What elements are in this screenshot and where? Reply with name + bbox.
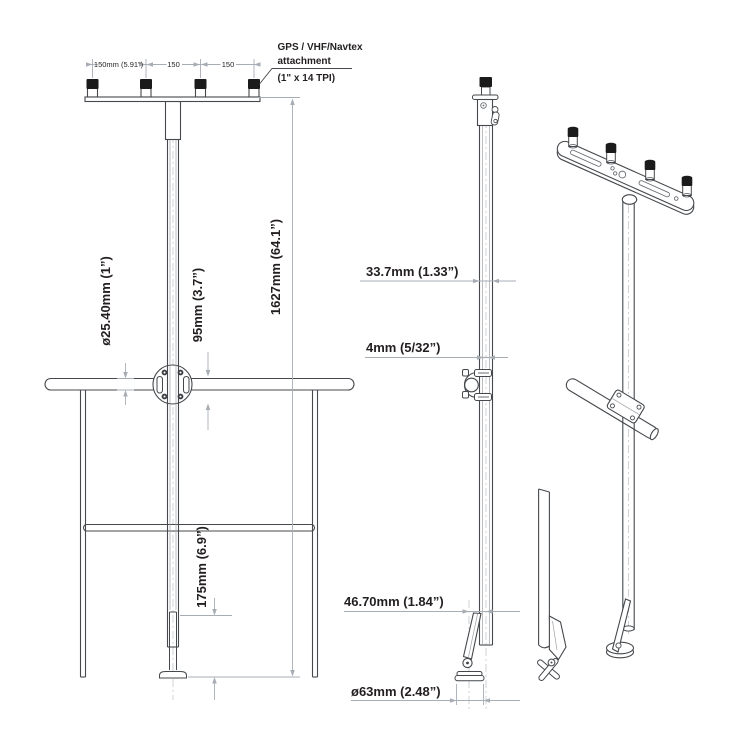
crossbar-edge — [472, 94, 499, 100]
crossbar-3d — [556, 140, 695, 215]
perspective-view — [537, 126, 695, 681]
rail-clamp-3d — [606, 389, 645, 424]
pole-collar-3d — [621, 194, 638, 205]
deck-foot-front — [159, 671, 187, 679]
lower-leg — [169, 611, 177, 670]
attachment-note-line1: GPS / VHF/Navtex — [278, 42, 363, 53]
guard-rail-top — [44, 377, 355, 391]
dim-overall-height-label: 1627mm (64.1”) — [268, 219, 283, 315]
guard-rail-mid — [82, 523, 316, 532]
wing-nut-3d — [537, 658, 560, 681]
note-leader-line — [259, 68, 352, 85]
mast-head-housing — [476, 98, 494, 127]
rail-section — [464, 377, 479, 393]
dim-pin-label: 4mm (5/32”) — [366, 340, 440, 355]
attachment-note-line3: (1" x 14 TPI) — [278, 73, 336, 84]
dim-leg-extension-label: 175mm (6.9”) — [194, 526, 209, 608]
dim-mount-spacing-first-label: 150mm (5.91”) — [94, 60, 144, 69]
dim-clamp-height-label: 95mm (3.7”) — [190, 268, 205, 342]
dim-foot-diameter — [351, 684, 520, 705]
dim-overall-height — [188, 97, 300, 678]
antenna-mounts-3d — [567, 126, 693, 198]
front-view — [44, 59, 355, 700]
deck-bracket — [462, 612, 482, 660]
attachment-note-line2: attachment — [278, 56, 332, 67]
dim-mount-spacing-right-label: 150 — [222, 60, 235, 69]
dim-foot-offset-label: 46.70mm (1.84”) — [344, 594, 444, 609]
dim-foot-diameter-label: ø63mm (2.48”) — [351, 684, 441, 699]
antenna-mount-cap-side — [479, 77, 492, 87]
leg-bracket-3d — [548, 615, 567, 661]
dim-mount-spacing-mid-label: 150 — [167, 60, 180, 69]
dim-tube-diameter-label: 33.7mm (1.33”) — [366, 264, 459, 279]
dim-leg-extension — [180, 598, 232, 700]
pushpit-legs — [79, 390, 319, 678]
mast-neck — [164, 100, 182, 141]
antenna-mount-caps — [86, 79, 260, 89]
antenna-crossbar — [84, 96, 261, 103]
side-view — [344, 77, 520, 705]
strut-3d — [611, 598, 632, 653]
centerlines — [149, 88, 629, 712]
deck-foot-side — [454, 675, 485, 682]
flat-bar-leg-3d — [538, 488, 550, 649]
dim-rail-diameter-label: ø25.40mm (1”) — [98, 256, 113, 346]
